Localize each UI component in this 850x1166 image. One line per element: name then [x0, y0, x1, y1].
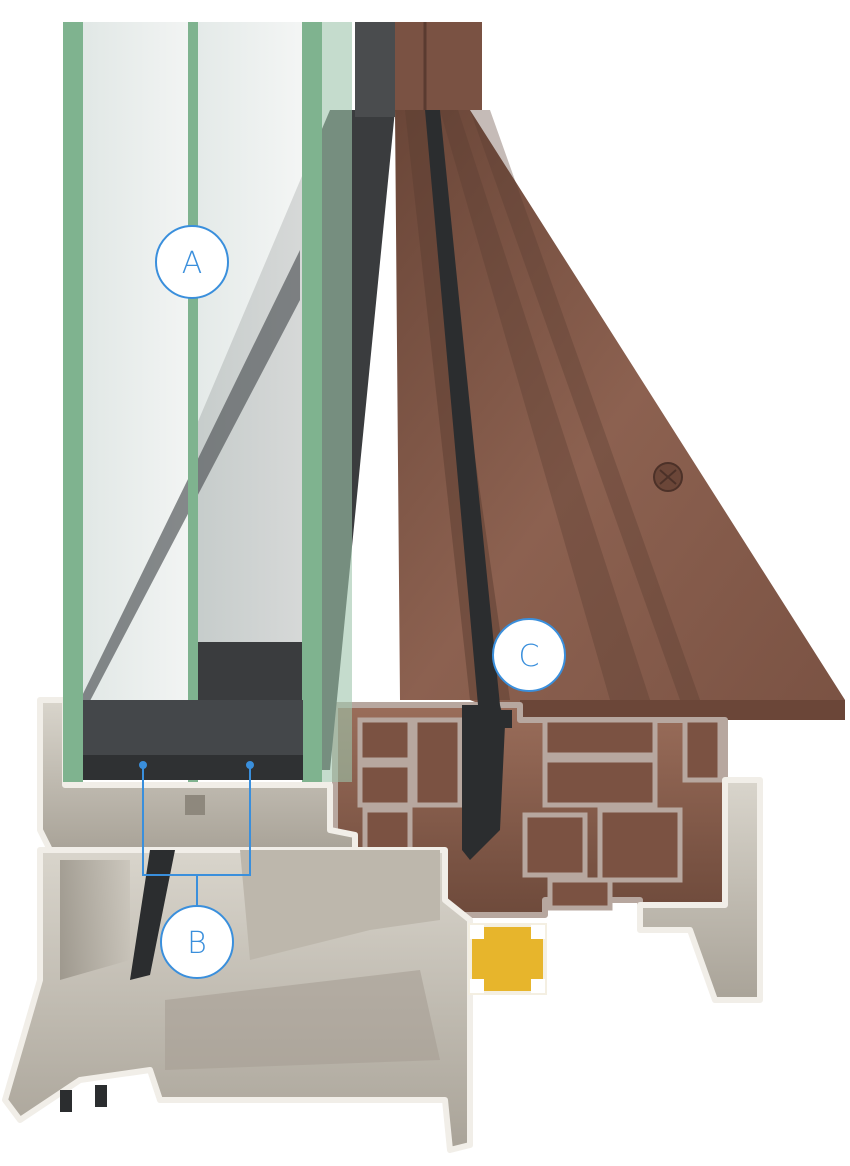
callout-b-label: B — [187, 926, 207, 961]
triple-glazing — [63, 22, 395, 782]
glass-edge-3 — [302, 22, 322, 782]
wood-strip-2 — [440, 110, 650, 700]
aluminium-profile — [2, 697, 763, 1153]
callout-b-dot-left — [139, 761, 147, 769]
wood-chamber — [542, 717, 658, 758]
gasket — [425, 110, 512, 860]
wood-chamber — [597, 807, 683, 883]
alu-inner-wall — [240, 850, 440, 960]
callout-a-circle — [155, 225, 229, 299]
glass-pane-2 — [196, 22, 304, 642]
wood-chamber — [547, 877, 613, 911]
callout-b-dot-right — [246, 761, 254, 769]
callout-a: A — [155, 225, 229, 299]
callout-c: C — [492, 618, 566, 692]
runner-gasket — [130, 850, 175, 980]
alu-right-cladding — [637, 777, 763, 1003]
glass-pane-1 — [70, 22, 188, 702]
glass-edge-2 — [188, 22, 198, 782]
wood-chamber — [357, 762, 413, 808]
wood-chamber — [412, 717, 463, 808]
callout-b: B — [139, 761, 254, 979]
glass-edge-1 — [63, 22, 83, 782]
clip — [60, 1090, 72, 1112]
screw-icon — [653, 462, 683, 492]
wood-chamber — [357, 717, 413, 763]
wood-vertical-post — [395, 22, 482, 110]
wood-cap-edge — [520, 700, 845, 720]
wood-strip-3 — [470, 110, 700, 700]
wood-chamber — [682, 717, 723, 783]
wood-chamber — [362, 807, 413, 853]
spacer-bottom — [83, 755, 303, 780]
callout-c-label: C — [519, 639, 540, 674]
callout-c-circle — [492, 618, 566, 692]
callout-b-circle — [160, 905, 234, 979]
clip — [95, 1085, 107, 1107]
alu-lower-chamber — [165, 970, 440, 1070]
wood-chamber — [542, 757, 658, 808]
alu-shadow — [60, 860, 130, 980]
wood-chamber — [522, 812, 588, 878]
thermal-break — [468, 923, 547, 995]
spacer-base — [83, 700, 303, 755]
wood-top-surface — [395, 110, 845, 720]
clip — [185, 795, 205, 815]
glazing-bead-top — [355, 22, 395, 117]
glass-edge-3-shade — [322, 22, 352, 782]
callout-a-label: A — [182, 246, 203, 281]
